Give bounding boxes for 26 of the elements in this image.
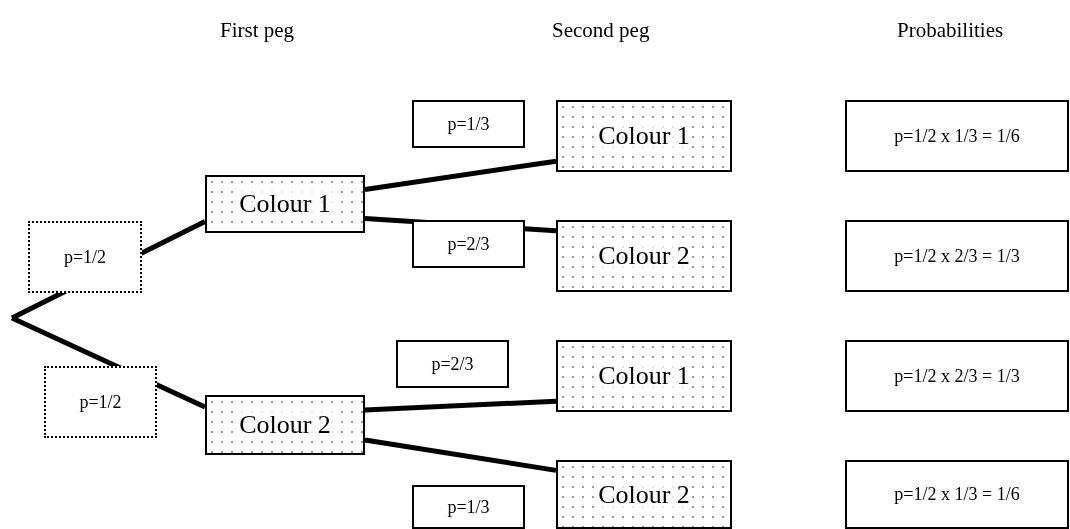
probability-text: p=1/2 x 2/3 = 1/3	[894, 245, 1020, 267]
column-heading: Probabilities	[897, 18, 1004, 43]
column-heading: Second peg	[552, 18, 650, 43]
outcome-box	[205, 175, 365, 233]
probability-label: p=2/3	[412, 220, 525, 268]
branch-line	[364, 437, 557, 473]
probability-label: p=1/2	[28, 221, 142, 293]
probability-text: p=1/2 x 1/3 = 1/6	[894, 125, 1020, 147]
result-box	[845, 220, 1069, 292]
column-heading: First peg	[220, 18, 295, 43]
outcome-box	[205, 395, 365, 455]
probability-text: p=1/2 x 2/3 = 1/3	[894, 365, 1020, 387]
result-box	[845, 460, 1069, 529]
outcome-box	[556, 100, 732, 172]
branch-line	[364, 158, 557, 192]
probability-label: p=1/3	[412, 485, 525, 529]
result-box	[845, 100, 1069, 172]
outcome-box	[556, 340, 732, 412]
probability-label: p=2/3	[396, 340, 509, 388]
branch-line	[364, 398, 557, 413]
probability-text: p=1/2 x 1/3 = 1/6	[894, 484, 1020, 505]
result-box	[845, 340, 1069, 412]
probability-label: p=1/3	[412, 100, 525, 148]
outcome-box	[556, 220, 732, 292]
outcome-box	[556, 460, 732, 529]
probability-label: p=1/2	[44, 366, 157, 438]
